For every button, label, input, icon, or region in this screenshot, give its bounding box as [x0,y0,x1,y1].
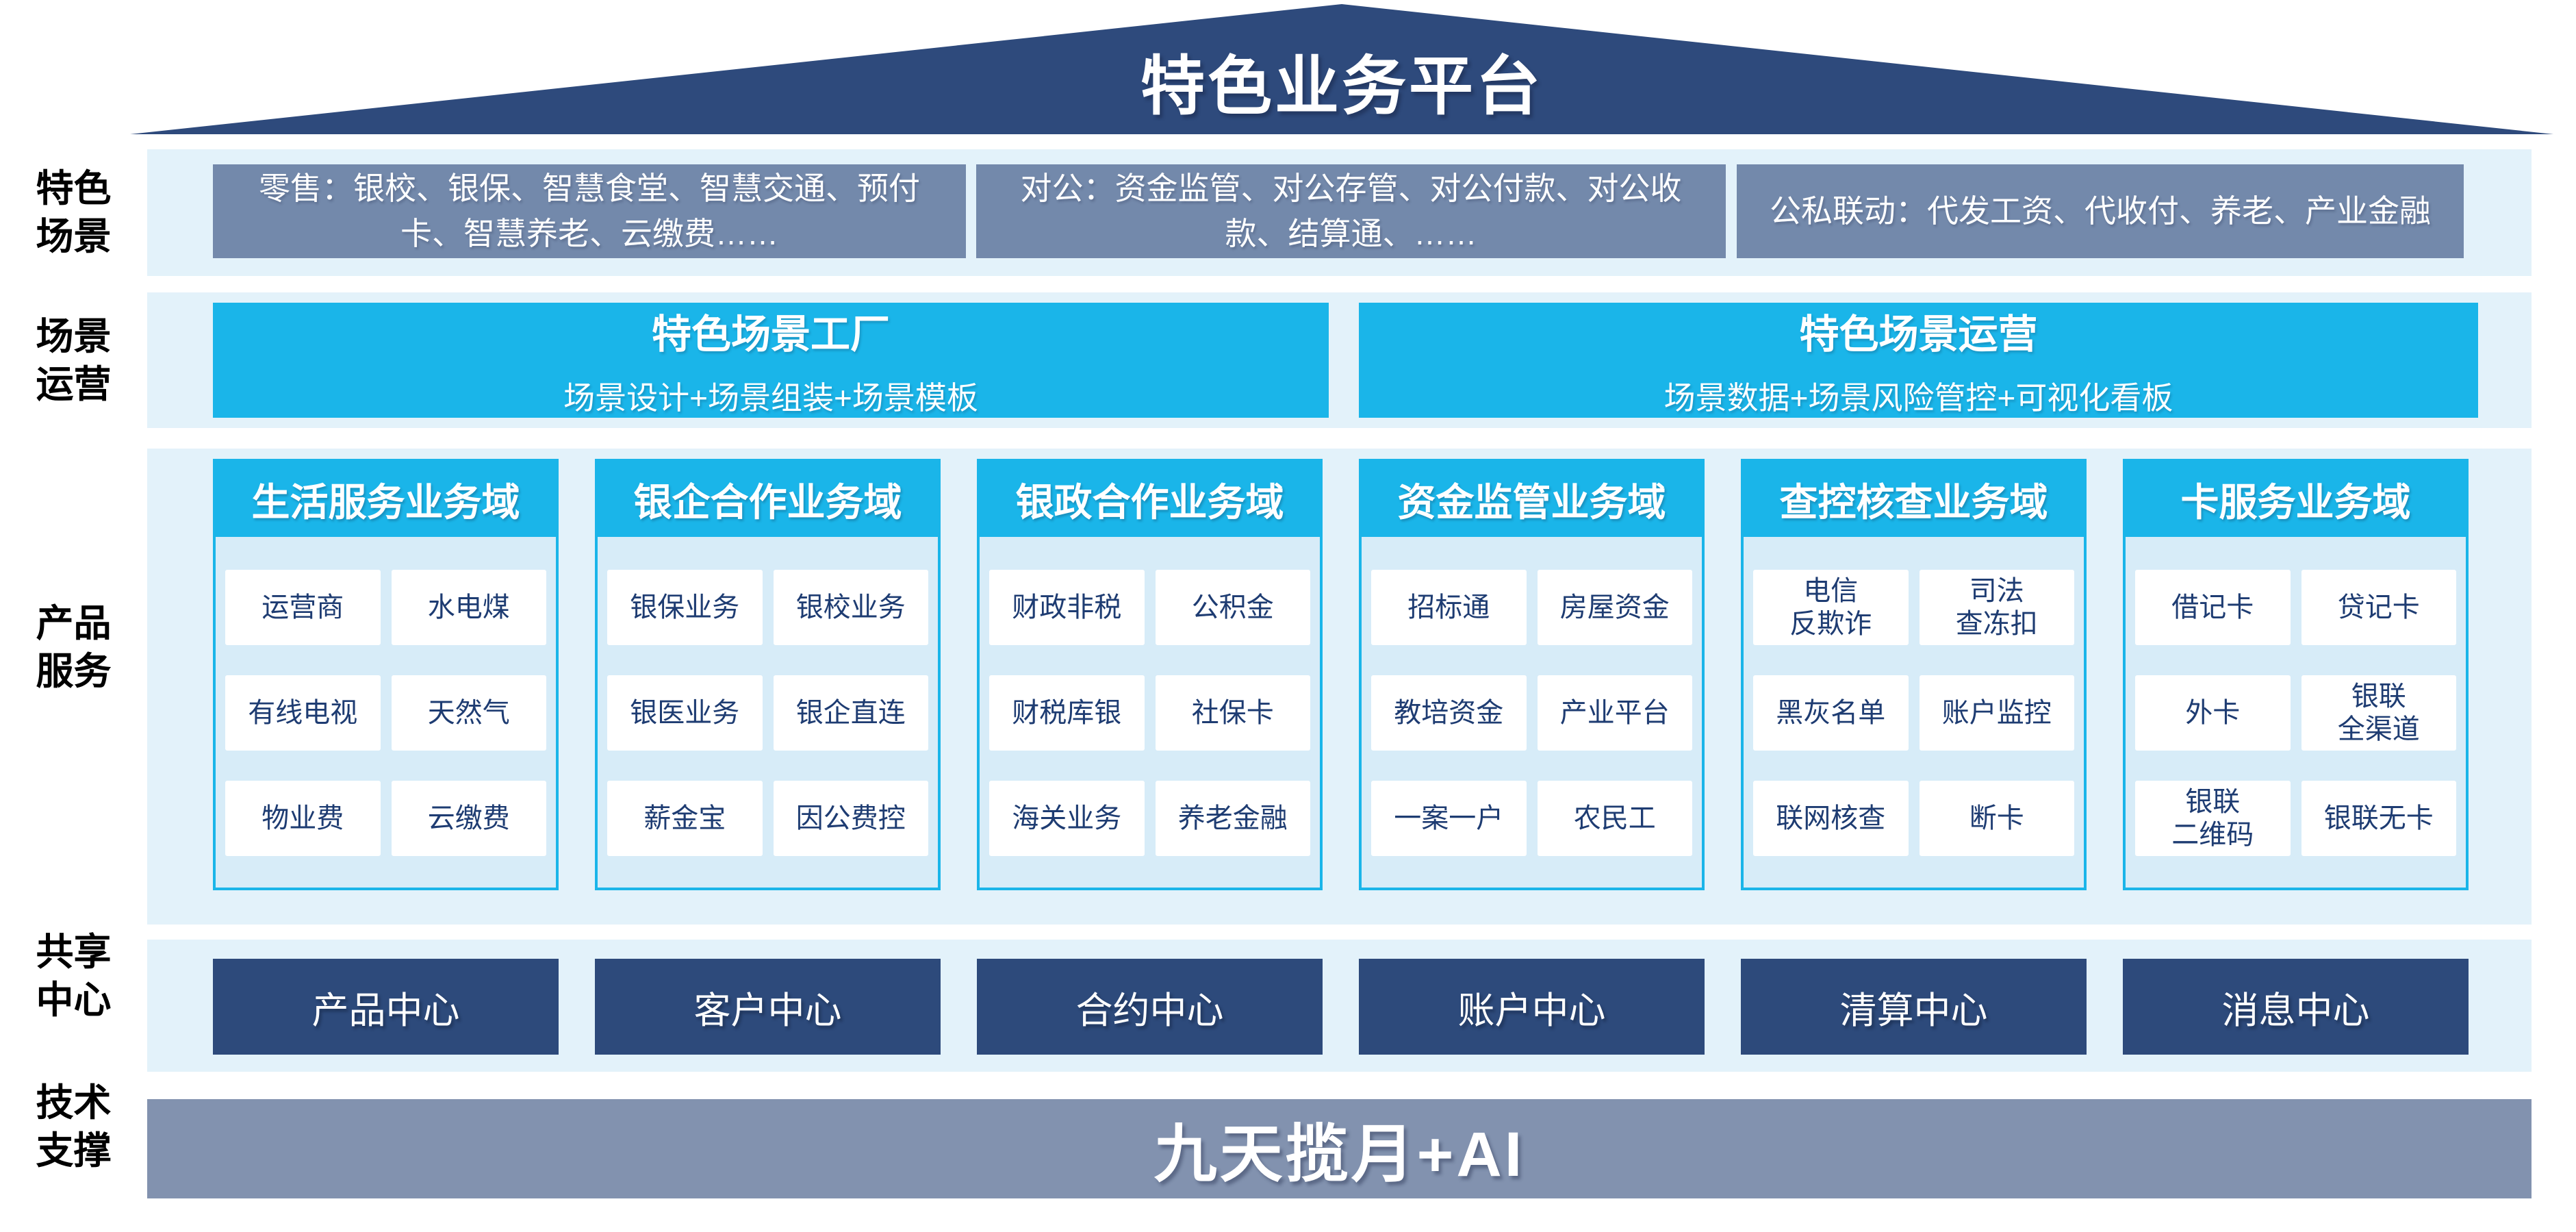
product-cell: 银联 二维码 [2135,781,2291,856]
tech-support-bar: 九天揽月+AI [147,1099,2532,1198]
cell-row: 一案一户 农民工 [1371,781,1692,856]
product-column-body: 电信 反欺诈 司法 查冻扣 黑灰名单 账户监控 联网核查 断卡 [1744,537,2084,888]
product-column-bank-enterprise: 银企合作业务域 银保业务 银校业务 银医业务 银企直连 薪金宝 因公费控 [595,459,941,890]
product-cell: 一案一户 [1371,781,1527,856]
cell-row: 银保业务 银校业务 [607,570,928,645]
product-cell: 社保卡 [1155,675,1310,751]
product-cell: 养老金融 [1155,781,1310,856]
product-cell: 银联无卡 [2301,781,2456,856]
rail-label-tech: 技术 支撑 [36,1081,112,1172]
ops-box-subtitle: 场景设计+场景组装+场景模板 [563,380,978,416]
product-column-fund-supervision: 资金监管业务域 招标通 房屋资金 教培资金 产业平台 一案一户 农民工 [1359,459,1705,890]
product-cell: 财政非税 [989,570,1145,645]
rail-label-scenes: 特色 场景 [36,166,112,257]
product-cell: 运营商 [225,570,381,645]
product-cell: 银校业务 [773,570,928,645]
rail-label-operations: 场景 运营 [36,314,112,405]
cell-row: 银医业务 银企直连 [607,675,928,751]
cell-row: 物业费 云缴费 [225,781,546,856]
cell-row: 外卡 银联 全渠道 [2135,675,2456,751]
product-cell: 外卡 [2135,675,2291,751]
product-cell: 薪金宝 [607,781,763,856]
shared-center-message: 消息中心 [2123,959,2469,1055]
product-cell: 云缴费 [391,781,546,856]
cell-row: 财税库银 社保卡 [989,675,1310,751]
product-cell: 水电煤 [391,570,546,645]
ops-box-title: 特色场景工厂 [651,312,890,357]
product-cell: 银联 全渠道 [2301,675,2456,751]
product-cell: 贷记卡 [2301,570,2456,645]
product-cell: 物业费 [225,781,381,856]
shared-center-account: 账户中心 [1359,959,1705,1055]
shared-center-customer: 客户中心 [595,959,941,1055]
cell-row: 银联 二维码 银联无卡 [2135,781,2456,856]
product-cell: 借记卡 [2135,570,2291,645]
cell-row: 运营商 水电煤 [225,570,546,645]
product-column-card-services: 卡服务业务域 借记卡 贷记卡 外卡 银联 全渠道 银联 二维码 银联无卡 [2123,459,2469,890]
product-cell: 有线电视 [225,675,381,751]
ops-box-scene-operation: 特色场景运营 场景数据+场景风险管控+可视化看板 [1359,303,2478,418]
product-cell: 公积金 [1155,570,1310,645]
cell-row: 薪金宝 因公费控 [607,781,928,856]
product-column-life-services: 生活服务业务域 运营商 水电煤 有线电视 天然气 物业费 云缴费 [213,459,559,890]
product-column-inspection-verification: 查控核查业务域 电信 反欺诈 司法 查冻扣 黑灰名单 账户监控 联网核查 断卡 [1741,459,2087,890]
shared-center-clearing: 清算中心 [1741,959,2087,1055]
product-cell: 黑灰名单 [1753,675,1909,751]
product-cell: 产业平台 [1537,675,1692,751]
product-cell: 农民工 [1537,781,1692,856]
ops-box-subtitle: 场景数据+场景风险管控+可视化看板 [1663,380,2173,416]
cell-row: 教培资金 产业平台 [1371,675,1692,751]
product-column-bank-government: 银政合作业务域 财政非税 公积金 财税库银 社保卡 海关业务 养老金融 [977,459,1323,890]
shared-center-contract: 合约中心 [977,959,1323,1055]
cell-row: 招标通 房屋资金 [1371,570,1692,645]
product-column-body: 银保业务 银校业务 银医业务 银企直连 薪金宝 因公费控 [598,537,938,888]
product-column-header: 银企合作业务域 [598,462,938,537]
product-column-body: 财政非税 公积金 财税库银 社保卡 海关业务 养老金融 [980,537,1320,888]
product-column-header: 银政合作业务域 [980,462,1320,537]
scene-box-retail: 零售：银校、银保、智慧食堂、智慧交通、预付卡、智慧养老、云缴费…… [213,164,966,258]
product-cell: 电信 反欺诈 [1753,570,1909,645]
product-cell: 天然气 [391,675,546,751]
platform-title: 特色业务平台 [1140,50,1543,122]
product-cell: 因公费控 [773,781,928,856]
cell-row: 财政非税 公积金 [989,570,1310,645]
cell-row: 借记卡 贷记卡 [2135,570,2456,645]
ops-box-title: 特色场景运营 [1799,312,2038,357]
scene-box-public-private: 公私联动：代发工资、代收付、养老、产业金融 [1737,164,2464,258]
rail-label-shared: 共享 中心 [36,930,112,1021]
product-cell: 教培资金 [1371,675,1527,751]
product-cell: 账户监控 [1919,675,2074,751]
product-cell: 房屋资金 [1537,570,1692,645]
cell-row: 海关业务 养老金融 [989,781,1310,856]
product-column-header: 卡服务业务域 [2126,462,2466,537]
ops-box-scene-factory: 特色场景工厂 场景设计+场景组装+场景模板 [213,303,1329,418]
product-cell: 联网核查 [1753,781,1909,856]
product-column-header: 资金监管业务域 [1362,462,1702,537]
rail-label-products: 产品 服务 [36,601,112,692]
cell-row: 黑灰名单 账户监控 [1753,675,2074,751]
product-column-body: 招标通 房屋资金 教培资金 产业平台 一案一户 农民工 [1362,537,1702,888]
product-cell: 断卡 [1919,781,2074,856]
cell-row: 有线电视 天然气 [225,675,546,751]
product-column-body: 运营商 水电煤 有线电视 天然气 物业费 云缴费 [216,537,556,888]
product-cell: 银保业务 [607,570,763,645]
product-cell: 招标通 [1371,570,1527,645]
cell-row: 电信 反欺诈 司法 查冻扣 [1753,570,2074,645]
product-cell: 财税库银 [989,675,1145,751]
platform-roof-shape: 特色业务平台 [130,4,2553,134]
product-column-header: 生活服务业务域 [216,462,556,537]
cell-row: 联网核查 断卡 [1753,781,2074,856]
product-cell: 司法 查冻扣 [1919,570,2074,645]
scene-box-corporate: 对公：资金监管、对公存管、对公付款、对公收款、结算通、…… [976,164,1726,258]
shared-center-product: 产品中心 [213,959,559,1055]
product-column-header: 查控核查业务域 [1744,462,2084,537]
product-cell: 银医业务 [607,675,763,751]
product-cell: 海关业务 [989,781,1145,856]
product-cell: 银企直连 [773,675,928,751]
product-column-body: 借记卡 贷记卡 外卡 银联 全渠道 银联 二维码 银联无卡 [2126,537,2466,888]
